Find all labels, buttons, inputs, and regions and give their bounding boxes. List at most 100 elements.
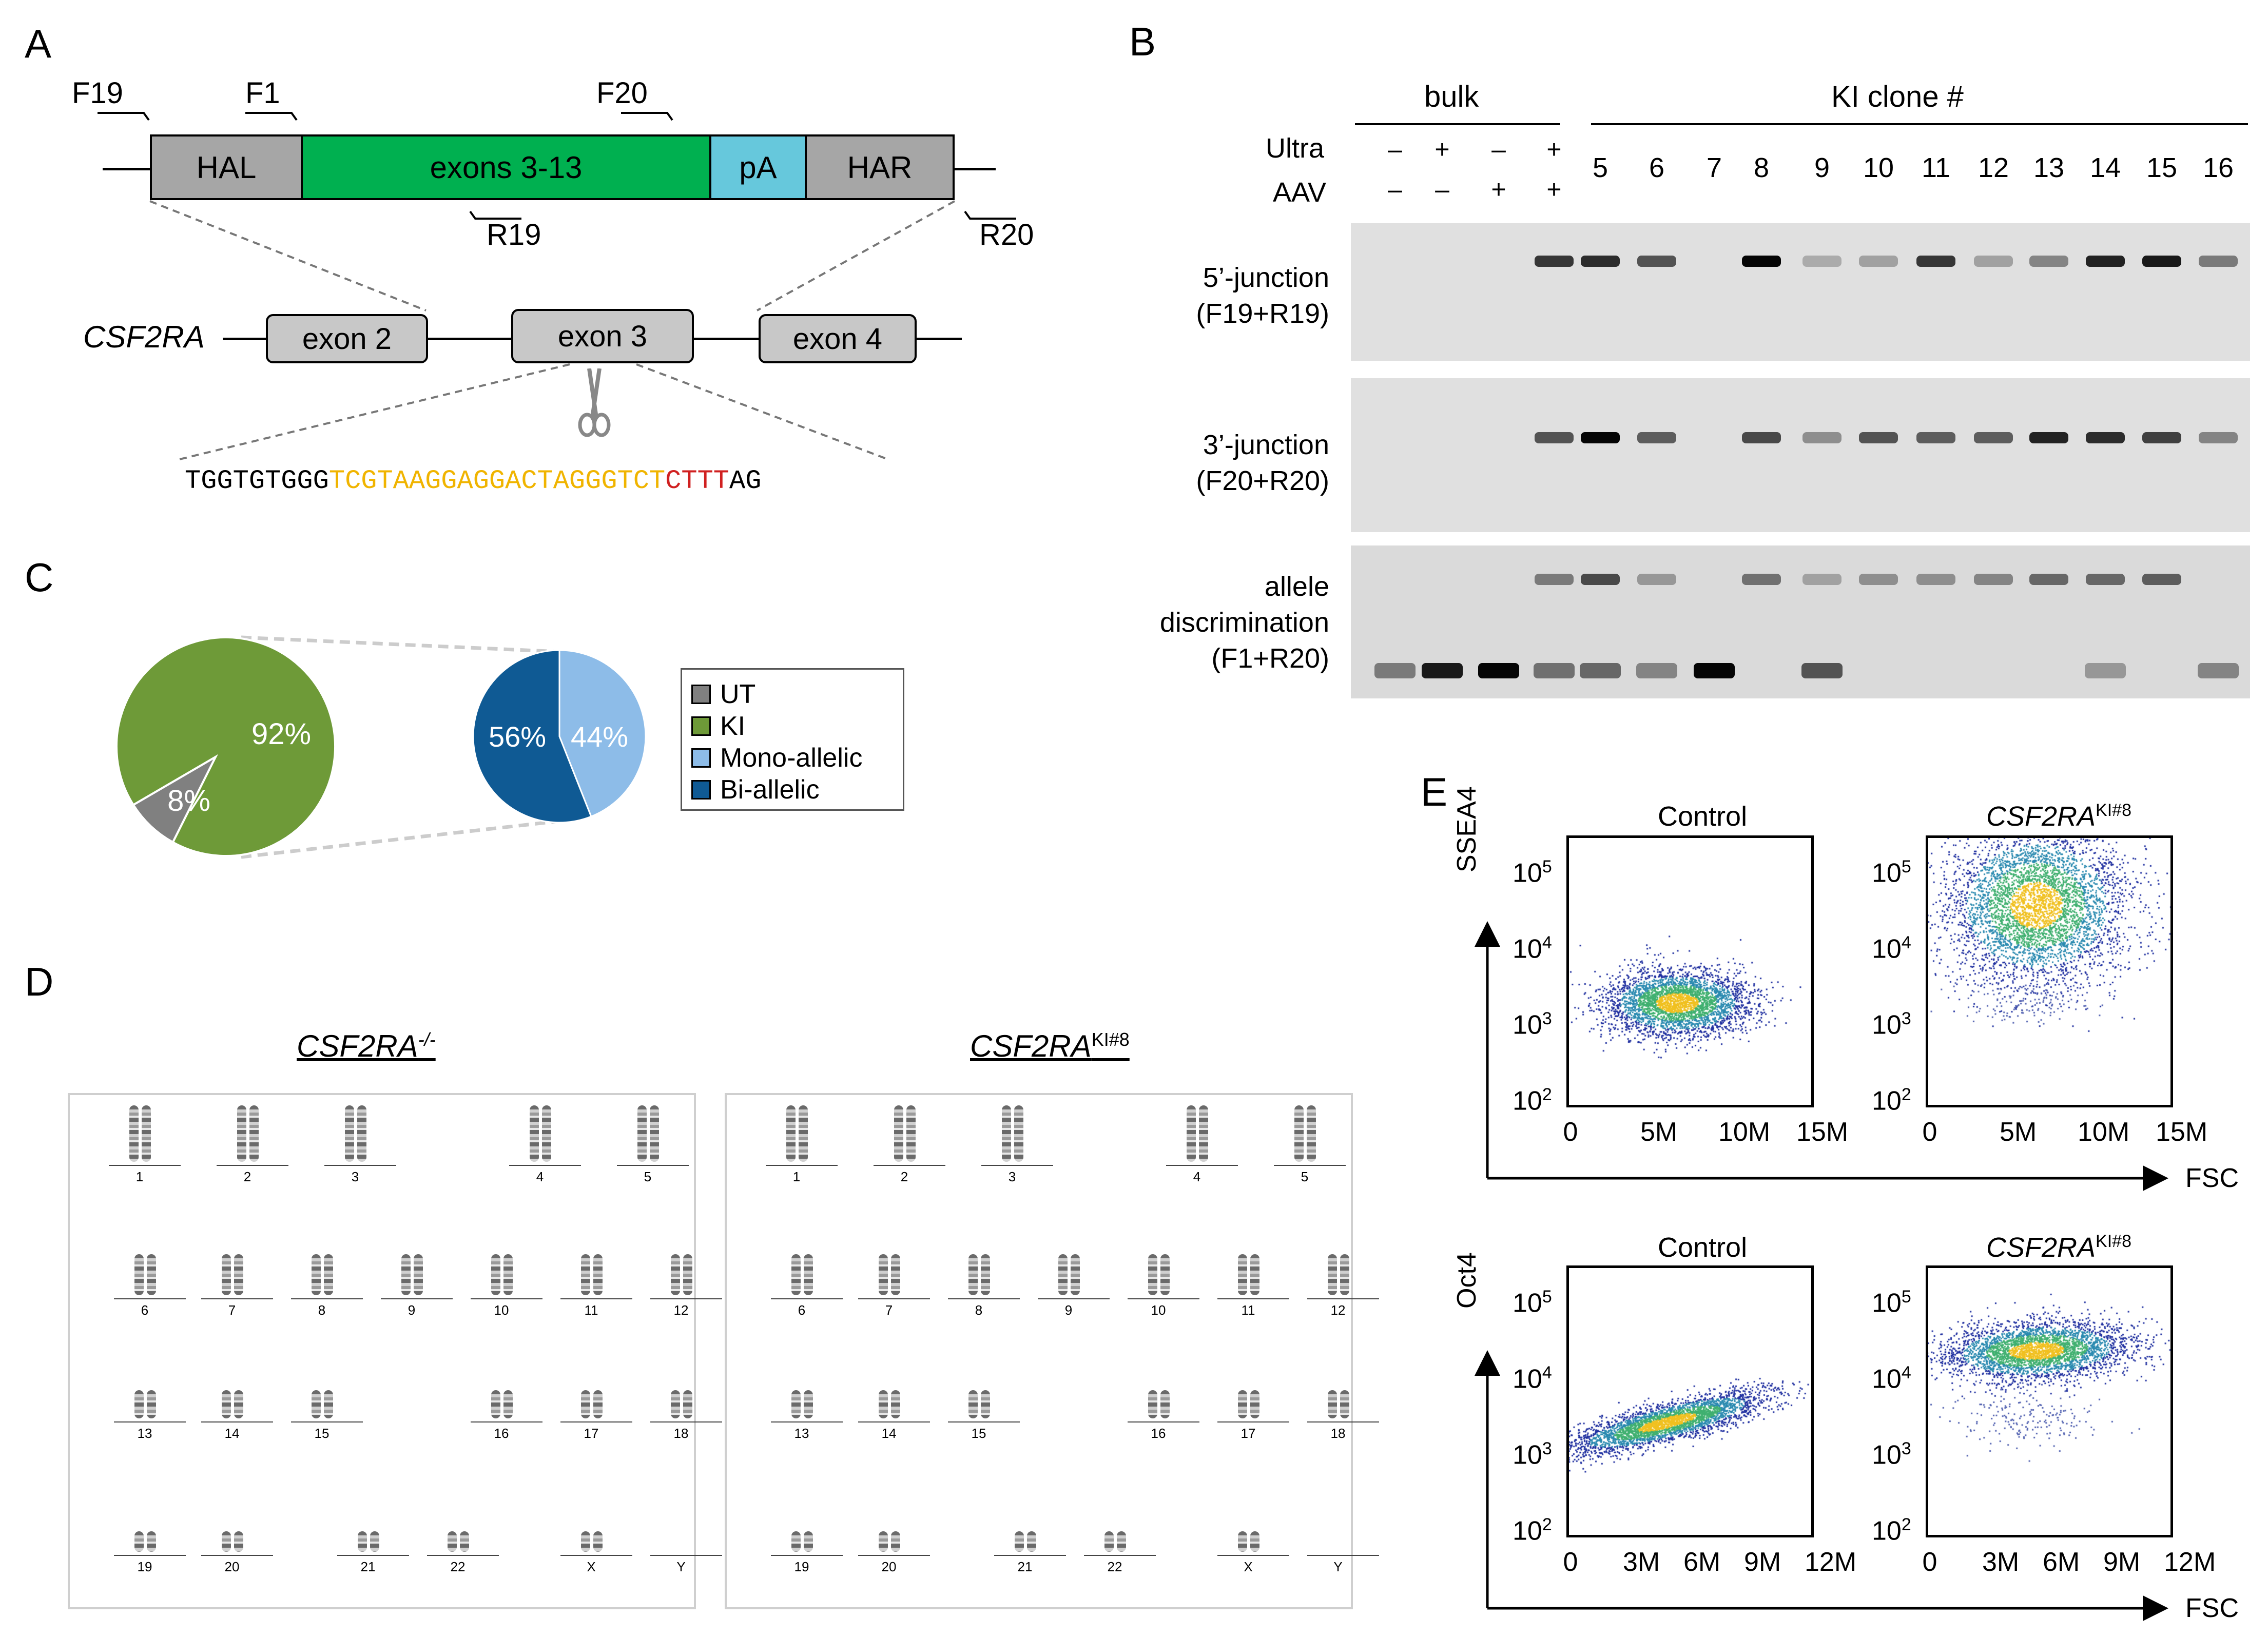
kiclone-label: KI clone # (1831, 80, 1964, 113)
chromosome-left-9-b (414, 1254, 423, 1295)
band-5prime-7 (1742, 256, 1781, 267)
chromosome-left-14-a (222, 1390, 231, 1418)
gel2-label-line2: (F20+R20) (1196, 465, 1329, 496)
ki-oct4-ytick-exp-3: 2 (1901, 1515, 1911, 1534)
chromosome-right-20-b (891, 1531, 900, 1552)
gel-5prime (1351, 223, 2250, 361)
chromosome-line-left-14 (201, 1421, 273, 1422)
primer-f20-arrow (621, 112, 673, 121)
ki-oct4-ytick-base-1: 10 (1872, 1364, 1902, 1394)
chromosome-line-left-Y (650, 1555, 722, 1556)
ki-oct4-ytick-0: 105 (1872, 1287, 1911, 1318)
primer-r20: R20 (979, 218, 1034, 251)
chromosome-line-right-3 (981, 1165, 1053, 1166)
pie1-label-ki: 92% (251, 717, 311, 751)
chromosome-left-X-a (581, 1531, 590, 1552)
seq-black-1: TGGTGTGGG (185, 466, 329, 496)
chromosome-left-6-b (147, 1254, 156, 1295)
gene-name: CSF2RA (83, 320, 205, 354)
chromosome-left-12-a (671, 1254, 680, 1295)
bulk-line (1355, 123, 1560, 125)
chromosome-number-left-3: 3 (351, 1169, 359, 1184)
chromosome-left-17-b (593, 1390, 603, 1418)
chromosome-line-left-19 (114, 1555, 186, 1556)
chromosome-left-1-a (129, 1105, 139, 1162)
chromosome-line-right-12 (1307, 1298, 1379, 1299)
chromosome-left-8-b (324, 1254, 333, 1295)
chromosome-number-right-7: 7 (885, 1302, 893, 1318)
chromosome-left-X-b (593, 1531, 603, 1552)
facs-title-control-bottom: Control (1658, 1232, 1748, 1263)
control-oct4-xtick-2: 6M (1683, 1547, 1721, 1577)
chromosome-line-right-21 (994, 1555, 1066, 1556)
seq-yellow: TCGTAAGGAGGACTAGGGTCT (328, 466, 666, 496)
scissors-icon (578, 368, 611, 437)
control-ssea4-ytick-base-3: 10 (1513, 1086, 1542, 1116)
ki-oct4-ytick-base-3: 10 (1872, 1516, 1902, 1546)
pie2-slice-biallelic (472, 649, 592, 824)
karyo-title-left-sup: -/- (418, 1029, 436, 1050)
chromosome-right-6-b (804, 1254, 813, 1295)
primer-f1: F1 (245, 76, 280, 110)
chromosome-right-13-a (791, 1390, 801, 1418)
band-allele-upper-8 (1802, 574, 1841, 585)
legend-swatch-0 (691, 685, 711, 704)
chromosome-right-1-a (786, 1105, 796, 1162)
chromosome-line-left-1 (109, 1165, 181, 1166)
band-3prime-3 (1535, 432, 1574, 443)
band-allele-lower-0 (1374, 663, 1416, 678)
control-oct4-xtick-0: 0 (1563, 1547, 1578, 1577)
facs-title-control-top: Control (1658, 801, 1748, 832)
construct-dashed-connectors (149, 200, 955, 460)
ylabel-ssea4: SSEA4 (1452, 786, 1482, 872)
construct-har: HAR (805, 134, 955, 200)
ki-oct4-ytick-base-2: 10 (1872, 1440, 1902, 1470)
band-allele-upper-3 (1535, 574, 1574, 585)
target-sequence: TGGTGTGGGTCGTAAGGAGGACTAGGGTCTCTTTAG (185, 466, 761, 496)
chromosome-line-right-18 (1307, 1421, 1379, 1422)
chromosome-number-left-8: 8 (318, 1302, 326, 1318)
chromosome-line-right-2 (874, 1165, 945, 1166)
clone-lane-7: 7 (1706, 152, 1722, 183)
chromosome-number-left-22: 22 (450, 1559, 466, 1574)
control-oct4-ytick-2: 103 (1513, 1439, 1552, 1470)
chromosome-line-right-22 (1084, 1555, 1156, 1556)
chromosome-number-right-13: 13 (794, 1426, 809, 1441)
band-allele-upper-12 (2029, 574, 2068, 585)
chromosome-number-left-12: 12 (673, 1302, 689, 1318)
chromosome-number-right-3: 3 (1008, 1169, 1016, 1184)
control-ssea4-xtick-2: 10M (1718, 1117, 1771, 1147)
pie-charts: 92%8%56%44% (115, 635, 647, 859)
ki-ssea4-xtick-3: 15M (2156, 1117, 2208, 1147)
ultra-sign-3: + (1546, 135, 1562, 164)
chromosome-line-left-7 (201, 1298, 273, 1299)
control-oct4-xtick-1: 3M (1623, 1547, 1660, 1577)
primer-r19-arrow (469, 210, 521, 220)
chromosome-right-8-a (968, 1254, 978, 1295)
chromosome-number-right-2: 2 (900, 1169, 908, 1184)
chromosome-right-18-a (1328, 1390, 1337, 1418)
chromosome-right-6-a (791, 1254, 801, 1295)
chromosome-line-left-15 (291, 1421, 363, 1422)
chromosome-number-right-1: 1 (792, 1169, 801, 1184)
clone-lane-8: 8 (1753, 152, 1770, 183)
chromosome-line-right-1 (766, 1165, 838, 1166)
chromosome-left-6-a (134, 1254, 144, 1295)
chromosome-number-left-19: 19 (137, 1559, 152, 1574)
pie2-slice-monoallelic (558, 649, 647, 818)
control-oct4-ytick-exp-1: 4 (1542, 1363, 1552, 1382)
chromosome-line-right-9 (1038, 1298, 1110, 1299)
chromosome-left-10-b (503, 1254, 513, 1295)
chromosome-line-right-4 (1166, 1165, 1238, 1166)
band-3prime-12 (2029, 432, 2068, 443)
chromosome-right-2-b (906, 1105, 916, 1162)
chromosome-line-right-8 (948, 1298, 1020, 1299)
band-5prime-12 (2029, 256, 2068, 267)
legend-item-ut: UT (691, 679, 755, 710)
chromosome-line-right-Y (1307, 1555, 1379, 1556)
ki-ssea4-ytick-base-2: 10 (1872, 1010, 1902, 1040)
gel3-label-line1: allele (1264, 571, 1329, 602)
control-ssea4-xtick-1: 5M (1640, 1117, 1678, 1147)
pie1-slice-ki (115, 636, 336, 857)
chromosome-left-13-b (147, 1390, 156, 1418)
